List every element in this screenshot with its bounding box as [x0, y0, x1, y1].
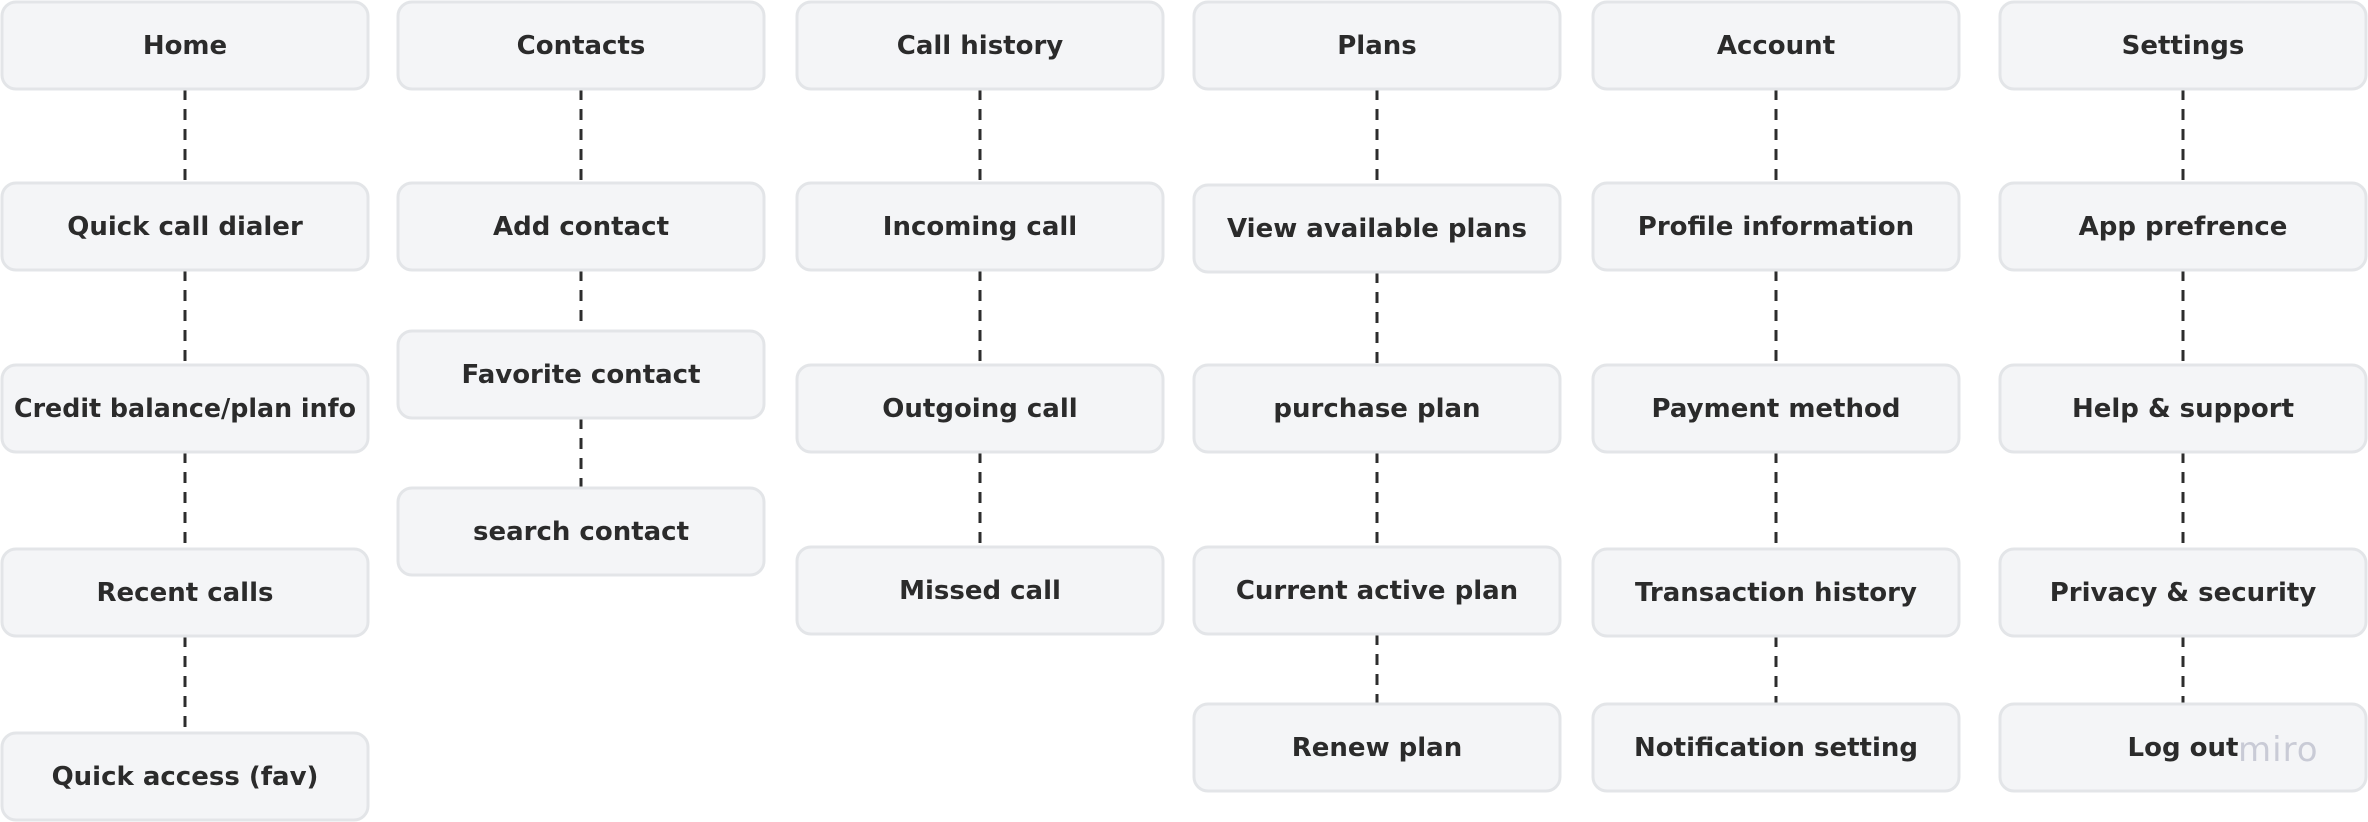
connector-layer — [183, 89, 2185, 733]
node-contacts-1[interactable]: Add contact — [396, 181, 766, 272]
node-contacts-0[interactable]: Contacts — [396, 0, 766, 91]
node-box[interactable] — [396, 486, 766, 577]
node-box[interactable] — [1998, 363, 2368, 454]
node-contacts-3[interactable]: search contact — [396, 486, 766, 577]
node-box[interactable] — [1192, 702, 1562, 793]
node-box[interactable] — [396, 181, 766, 272]
node-box[interactable] — [0, 731, 370, 822]
node-home-0[interactable]: Home — [0, 0, 370, 91]
node-box[interactable] — [0, 547, 370, 638]
node-label: Home — [143, 31, 227, 61]
node-box[interactable] — [1591, 547, 1961, 638]
node-box[interactable] — [1591, 0, 1961, 91]
node-plans-4[interactable]: Renew plan — [1192, 702, 1562, 793]
node-label: Missed call — [899, 576, 1061, 606]
node-label: Payment method — [1652, 394, 1901, 424]
node-label: Favorite contact — [461, 360, 700, 390]
node-account-2[interactable]: Payment method — [1591, 363, 1961, 454]
node-box[interactable] — [1192, 363, 1562, 454]
node-plans-1[interactable]: View available plans — [1192, 183, 1562, 274]
node-box[interactable] — [396, 329, 766, 420]
node-label: App prefrence — [2079, 212, 2288, 242]
node-label: Account — [1717, 31, 1835, 61]
node-label: Recent calls — [97, 578, 274, 608]
node-label: purchase plan — [1273, 394, 1480, 424]
miro-watermark: miro — [2238, 730, 2319, 770]
node-label: Settings — [2122, 31, 2245, 61]
node-label: Plans — [1337, 31, 1417, 61]
node-account-4[interactable]: Notification setting — [1591, 702, 1961, 793]
node-box[interactable] — [795, 363, 1165, 454]
node-plans-3[interactable]: Current active plan — [1192, 545, 1562, 636]
node-plans-0[interactable]: Plans — [1192, 0, 1562, 91]
node-label: View available plans — [1227, 214, 1527, 244]
node-settings-3[interactable]: Privacy & security — [1998, 547, 2368, 638]
node-settings-4[interactable]: Log out — [1998, 702, 2368, 793]
node-call-history-0[interactable]: Call history — [795, 0, 1165, 91]
node-box[interactable] — [1192, 545, 1562, 636]
node-account-1[interactable]: Profile information — [1591, 181, 1961, 272]
node-label: Call history — [897, 31, 1064, 61]
node-call-history-1[interactable]: Incoming call — [795, 181, 1165, 272]
node-label: Credit balance/plan info — [14, 394, 356, 424]
node-label: search contact — [473, 517, 689, 547]
node-call-history-2[interactable]: Outgoing call — [795, 363, 1165, 454]
node-box[interactable] — [1591, 702, 1961, 793]
node-box[interactable] — [1591, 363, 1961, 454]
node-home-4[interactable]: Quick access (fav) — [0, 731, 370, 822]
node-label: Add contact — [493, 212, 669, 242]
node-contacts-2[interactable]: Favorite contact — [396, 329, 766, 420]
node-label: Outgoing call — [882, 394, 1077, 424]
node-plans-2[interactable]: purchase plan — [1192, 363, 1562, 454]
node-box[interactable] — [0, 181, 370, 272]
node-box[interactable] — [396, 0, 766, 91]
node-call-history-3[interactable]: Missed call — [795, 545, 1165, 636]
node-home-3[interactable]: Recent calls — [0, 547, 370, 638]
node-label: Transaction history — [1635, 578, 1917, 608]
node-settings-0[interactable]: Settings — [1998, 0, 2368, 91]
node-label: Privacy & security — [2050, 578, 2317, 608]
node-home-1[interactable]: Quick call dialer — [0, 181, 370, 272]
node-label: Renew plan — [1292, 733, 1462, 763]
node-box[interactable] — [1998, 547, 2368, 638]
node-box[interactable] — [795, 181, 1165, 272]
node-box[interactable] — [1192, 0, 1562, 91]
node-settings-2[interactable]: Help & support — [1998, 363, 2368, 454]
node-label: Quick call dialer — [67, 212, 303, 242]
node-box[interactable] — [1998, 181, 2368, 272]
node-box[interactable] — [1998, 0, 2368, 91]
node-label: Quick access (fav) — [52, 762, 319, 792]
node-label: Current active plan — [1236, 576, 1518, 606]
node-account-0[interactable]: Account — [1591, 0, 1961, 91]
node-label: Contacts — [517, 31, 646, 61]
node-home-2[interactable]: Credit balance/plan info — [0, 363, 370, 454]
node-box[interactable] — [795, 0, 1165, 91]
node-box[interactable] — [0, 0, 370, 91]
node-label: Notification setting — [1634, 733, 1918, 763]
node-label: Profile information — [1638, 212, 1914, 242]
node-box[interactable] — [795, 545, 1165, 636]
node-box[interactable] — [0, 363, 370, 454]
node-label: Log out — [2128, 733, 2239, 763]
node-box[interactable] — [1192, 183, 1562, 274]
node-account-3[interactable]: Transaction history — [1591, 547, 1961, 638]
node-label: Incoming call — [883, 212, 1077, 242]
node-settings-1[interactable]: App prefrence — [1998, 181, 2368, 272]
node-box[interactable] — [1998, 702, 2368, 793]
node-box[interactable] — [1591, 181, 1961, 272]
node-label: Help & support — [2072, 394, 2294, 424]
